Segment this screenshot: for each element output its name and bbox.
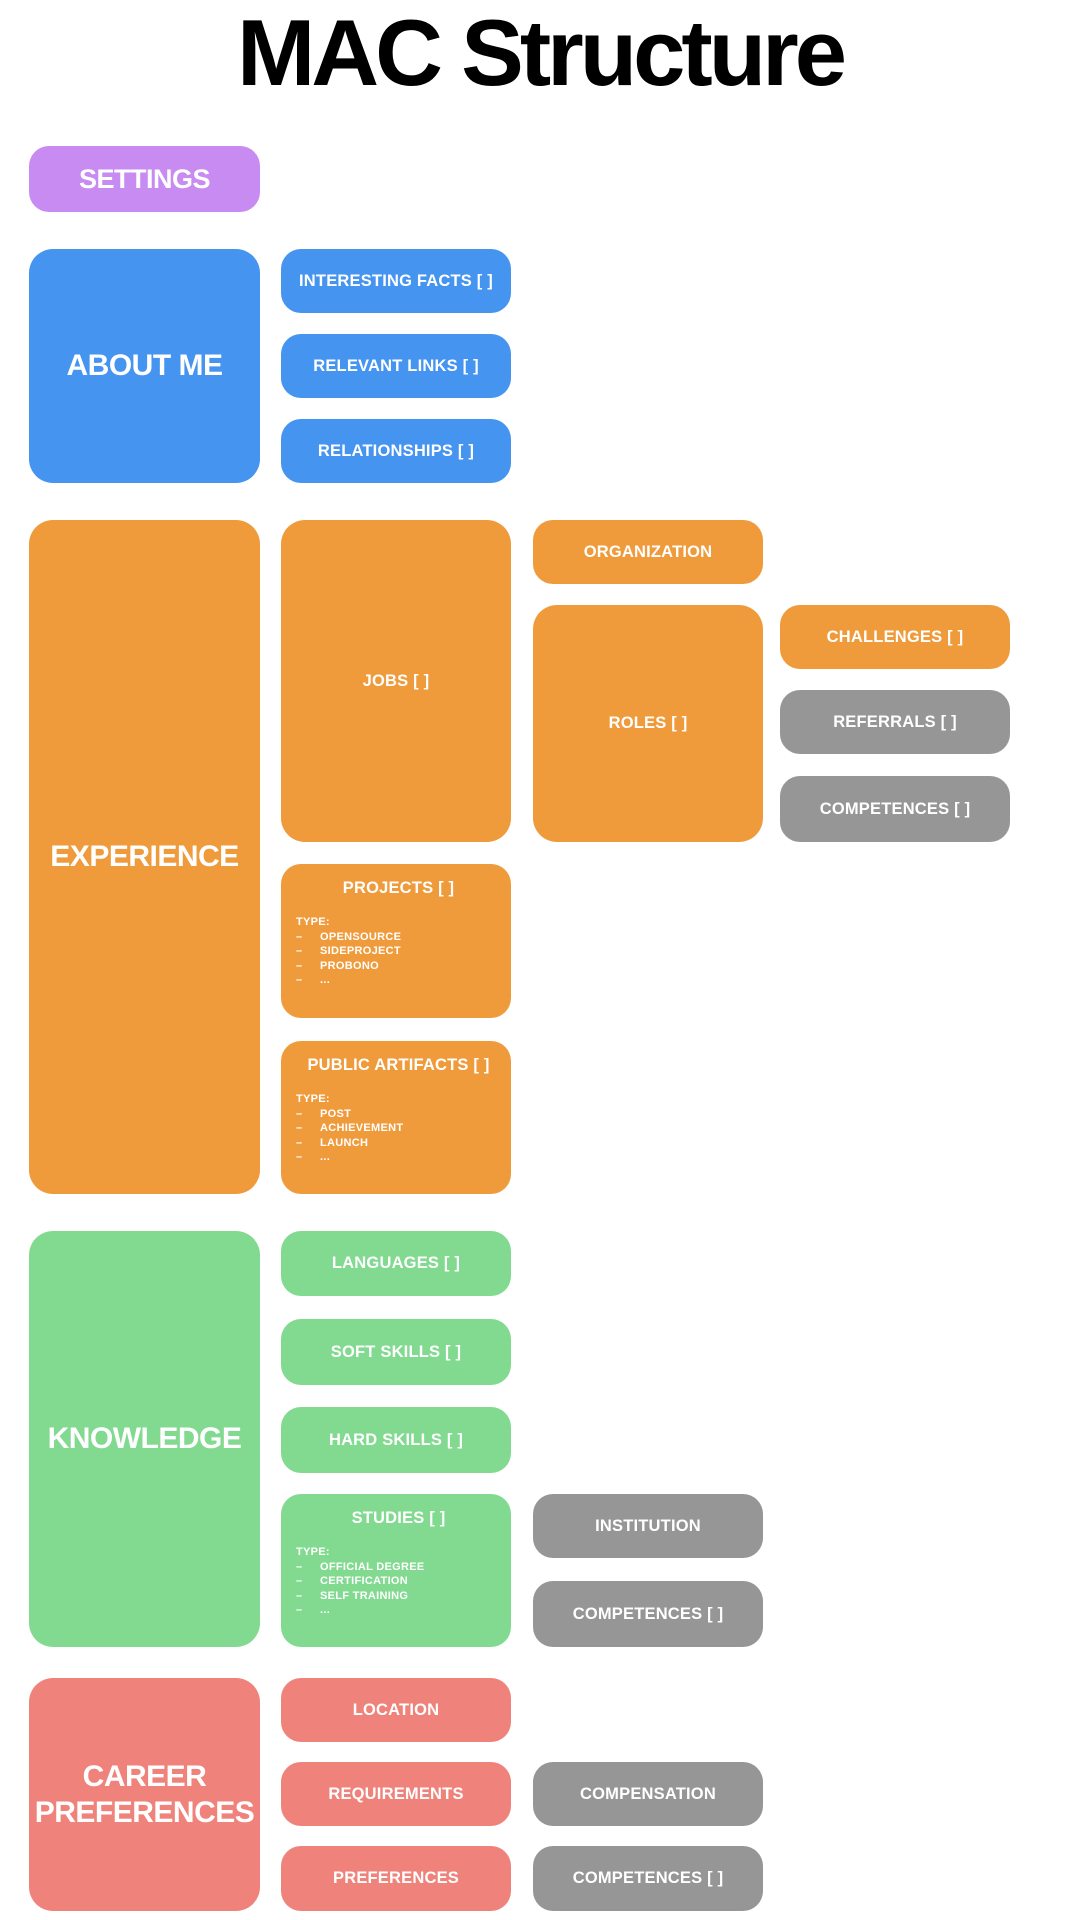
node-interesting-facts: INTERESTING FACTS [ ] [281,249,511,313]
node-requirements-competences-label: COMPETENCES [ ] [572,1869,724,1887]
node-studies-competences-label: COMPETENCES [ ] [572,1604,724,1623]
node-projects: PROJECTS [ ] TYPE: –OPENSOURCE–SIDEPROJE… [281,864,511,1018]
public-artifacts-type-list: –POST–ACHIEVEMENT–LAUNCH–... [296,1107,404,1164]
node-compensation-label: COMPENSATION [580,1784,716,1803]
node-studies: STUDIES [ ] TYPE: –OFFICIAL DEGREE–CERTI… [281,1494,511,1647]
node-languages: LANGUAGES [ ] [281,1231,511,1296]
node-organization: ORGANIZATION [533,520,763,584]
node-requirements-label: REQUIREMENTS [328,1784,464,1803]
node-compensation: COMPENSATION [533,1762,763,1826]
node-location: LOCATION [281,1678,511,1742]
node-languages-label: LANGUAGES [ ] [331,1254,461,1272]
node-roles-competences-label: COMPETENCES [ ] [819,799,971,818]
node-jobs: JOBS [ ] [281,520,511,842]
node-referrals: REFERRALS [ ] [780,690,1010,754]
node-experience: EXPERIENCE [29,520,260,1194]
node-requirements-competences: COMPETENCES [ ] [533,1846,763,1911]
node-experience-label: EXPERIENCE [50,840,239,873]
page-title: MAC Structure [236,0,847,105]
node-challenges: CHALLENGES [ ] [780,605,1010,669]
node-studies-label: STUDIES [ ] [351,1509,446,1527]
node-public-artifacts: PUBLIC ARTIFACTS [ ] TYPE: –POST–ACHIEVE… [281,1041,511,1194]
node-roles-label: ROLES [ ] [608,714,688,732]
public-artifacts-type-block: TYPE: –POST–ACHIEVEMENT–LAUNCH–... [296,1092,501,1165]
studies-type-list: –OFFICIAL DEGREE–CERTIFICATION–SELF TRAI… [296,1560,425,1617]
node-relationships: RELATIONSHIPS [ ] [281,419,511,483]
node-referrals-label: REFERRALS [ ] [833,712,957,731]
node-studies-competences: COMPETENCES [ ] [533,1581,763,1647]
node-location-label: LOCATION [352,1700,440,1719]
public-artifacts-type-label: TYPE: [296,1093,330,1105]
node-relevant-links: RELEVANT LINKS [ ] [281,334,511,398]
node-challenges-label: CHALLENGES [ ] [826,627,964,646]
node-hard-skills-label: HARD SKILLS [ ] [328,1430,464,1449]
node-about-me-label: ABOUT ME [66,349,224,382]
node-preferences: PREFERENCES [281,1846,511,1911]
node-relationships-label: RELATIONSHIPS [ ] [317,441,475,460]
projects-type-list: –OPENSOURCE–SIDEPROJECT–PROBONO–... [296,930,402,987]
node-projects-label: PROJECTS [ ] [342,879,455,897]
studies-type-block: TYPE: –OFFICIAL DEGREE–CERTIFICATION–SEL… [296,1545,501,1618]
projects-type-label: TYPE: [296,916,330,928]
node-interesting-facts-label: INTERESTING FACTS [ ] [299,271,493,290]
node-roles: ROLES [ ] [533,605,763,842]
node-about-me: ABOUT ME [29,249,260,483]
node-hard-skills: HARD SKILLS [ ] [281,1407,511,1473]
node-organization-label: ORGANIZATION [583,542,713,561]
node-relevant-links-label: RELEVANT LINKS [ ] [313,356,479,375]
node-requirements: REQUIREMENTS [281,1762,511,1826]
node-institution: INSTITUTION [533,1494,763,1558]
node-institution-label: INSTITUTION [595,1516,701,1535]
node-public-artifacts-label: PUBLIC ARTIFACTS [ ] [307,1056,490,1074]
node-settings: SETTINGS [29,146,260,212]
node-soft-skills: SOFT SKILLS [ ] [281,1319,511,1385]
node-settings-label: SETTINGS [78,163,211,194]
node-roles-competences: COMPETENCES [ ] [780,776,1010,842]
node-career-preferences: CAREER PREFERENCES [29,1678,260,1911]
node-knowledge-label: KNOWLEDGE [47,1422,242,1455]
node-preferences-label: PREFERENCES [333,1869,459,1887]
studies-type-label: TYPE: [296,1546,330,1558]
node-knowledge: KNOWLEDGE [29,1231,260,1647]
node-soft-skills-label: SOFT SKILLS [ ] [330,1342,462,1361]
node-jobs-label: JOBS [ ] [362,671,430,690]
node-career-preferences-label: CAREER PREFERENCES [34,1759,255,1829]
projects-type-block: TYPE: –OPENSOURCE–SIDEPROJECT–PROBONO–..… [296,915,501,988]
